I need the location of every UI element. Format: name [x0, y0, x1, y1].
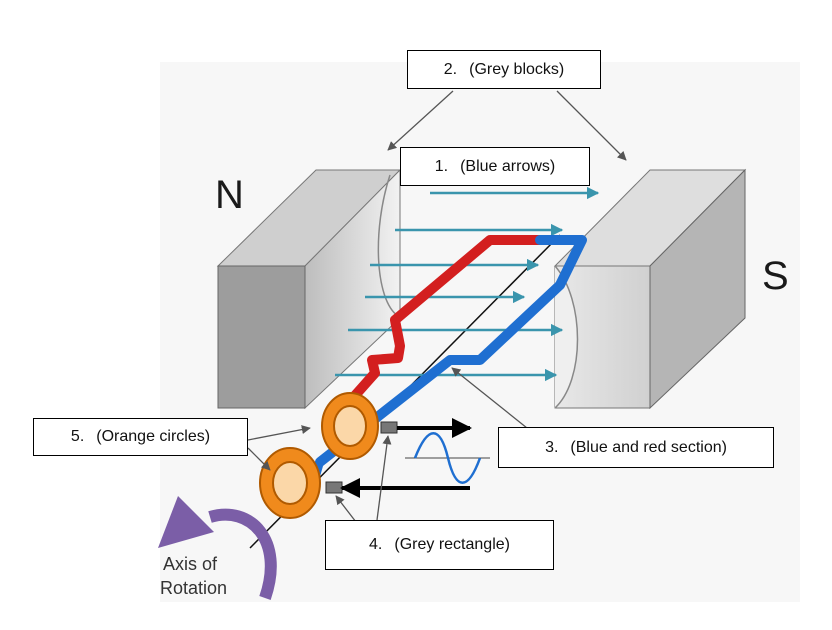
south-magnet: [553, 168, 747, 410]
callout-text: (Grey rectangle): [394, 536, 510, 553]
callout-number: 2.: [443, 60, 458, 78]
slip-rings: [259, 392, 379, 519]
callout-1-blue-arrows: 1. (Blue arrows): [400, 147, 590, 186]
leader-line-5a: [247, 425, 311, 441]
callout-3-blue-and-red-section: 3. (Blue and red section): [498, 427, 774, 468]
north-pole-label: N: [215, 173, 244, 217]
ac-waveform: [405, 432, 490, 484]
axis-of-rotation-label: Rotation: [160, 578, 227, 598]
output-arrows: [340, 418, 472, 498]
callout-5-orange-circles: 5. (Orange circles): [33, 418, 248, 456]
south-pole-label: S: [762, 254, 789, 298]
coil-blue-section: [315, 235, 587, 467]
brush: [380, 421, 398, 434]
leader-line-4a: [376, 435, 392, 521]
callout-text: (Orange circles): [96, 428, 211, 445]
callout-number: 5.: [70, 428, 85, 445]
leader-line-4b: [335, 495, 357, 523]
callout-text: (Grey blocks): [469, 60, 565, 78]
field-arrows: [335, 186, 600, 382]
callout-text: (Blue and red section): [570, 438, 727, 456]
coil-red-section: [330, 235, 545, 423]
leader-line-2a: [387, 90, 454, 151]
callout-2-grey-blocks: 2. (Grey blocks): [407, 50, 601, 89]
north-magnet: [216, 168, 402, 410]
callout-number: 3.: [545, 438, 559, 456]
axis-of-rotation-label: Axis of: [163, 554, 218, 574]
leader-line-2b: [556, 90, 627, 161]
callout-number: 4.: [369, 536, 383, 553]
brush: [325, 481, 343, 494]
callout-4-grey-rectangle: 4. (Grey rectangle): [325, 520, 554, 570]
callout-number: 1.: [434, 157, 449, 175]
rotation-arrow: [158, 496, 277, 600]
leader-line-5b: [247, 447, 271, 471]
callout-text: (Blue arrows): [460, 157, 556, 175]
